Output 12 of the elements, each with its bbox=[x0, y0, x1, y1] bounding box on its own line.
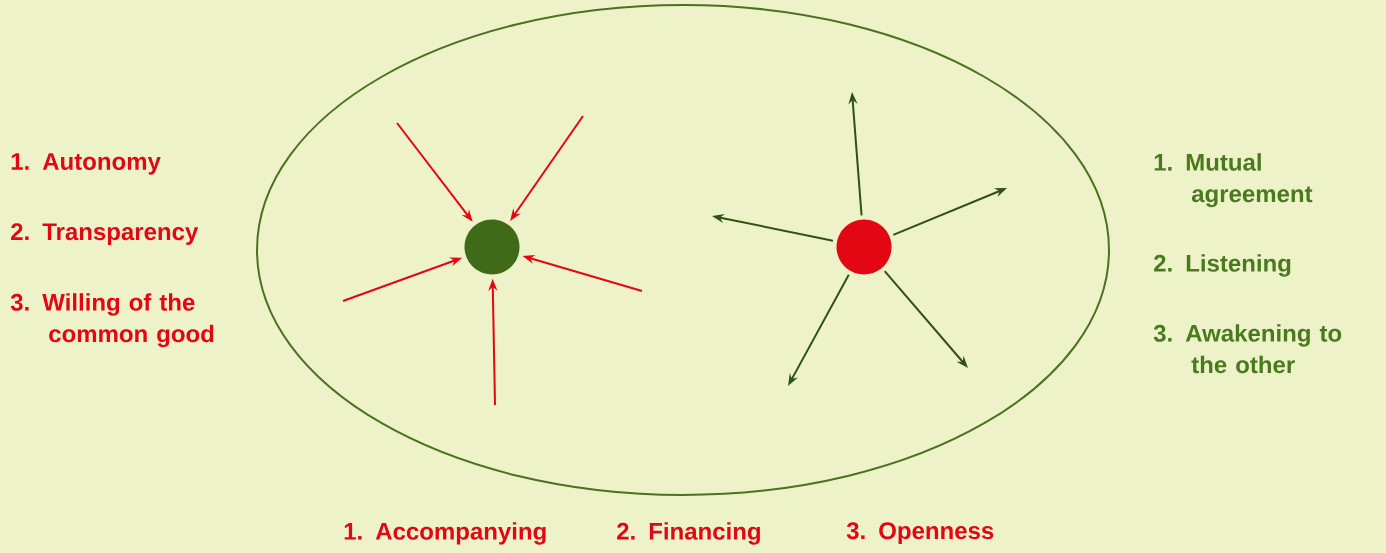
oval-boundary bbox=[256, 4, 1110, 496]
list-item: 3. Openness bbox=[846, 522, 994, 544]
list-item: 3. Willing of the common good bbox=[10, 293, 214, 348]
list-item: 2. Financing bbox=[617, 522, 760, 545]
list-item: 3. Awakening to the other bbox=[1153, 324, 1342, 374]
list-item: 1. Accompanying bbox=[344, 522, 546, 545]
circle-dot bbox=[836, 219, 892, 275]
list-item: 1. Mutual agreement bbox=[1154, 153, 1313, 208]
list-item: 2. Transparency bbox=[11, 223, 199, 245]
list-item: 1. Autonomy bbox=[11, 153, 161, 175]
circle-dot bbox=[464, 219, 520, 275]
list-item: 2. Listening bbox=[1154, 254, 1291, 277]
